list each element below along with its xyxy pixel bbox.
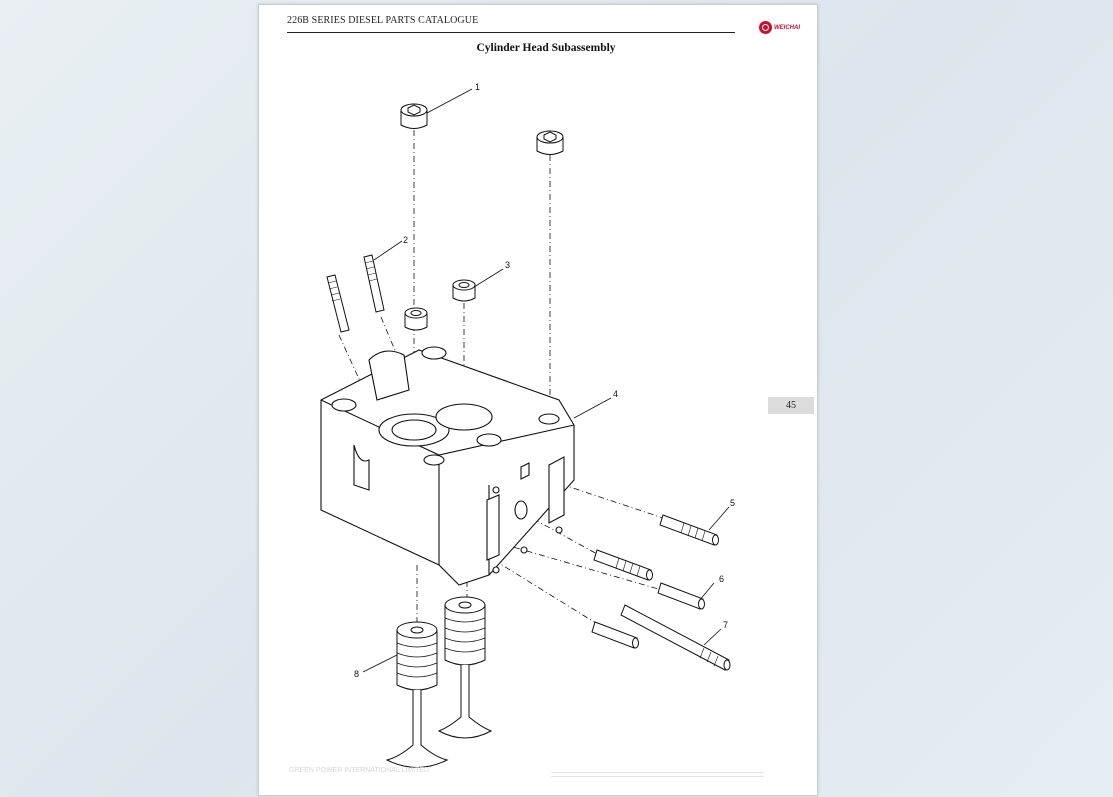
weichai-logo-icon: [759, 21, 772, 34]
part-1-cap-nut: [400, 103, 428, 129]
header-rule: [287, 32, 735, 33]
catalogue-page: 226B SERIES DIESEL PARTS CATALOGUE WEICH…: [258, 4, 818, 796]
part-2-stud: [326, 254, 385, 333]
part-8-valve-assembly: [385, 596, 493, 768]
callout-1: 1: [475, 82, 480, 92]
callout-6: 6: [719, 574, 724, 584]
callout-4: 4: [613, 389, 618, 399]
catalogue-header-title: 226B SERIES DIESEL PARTS CATALOGUE: [287, 15, 479, 26]
callout-8: 8: [354, 669, 359, 679]
part-6-stud: [591, 582, 705, 649]
footer-rule: [551, 772, 764, 777]
leader-lines: [362, 88, 730, 673]
logo-text: WEICHAI: [774, 24, 800, 31]
callout-5: 5: [730, 498, 735, 508]
part-3-bushing: [404, 279, 476, 331]
part-1-cap-nut-2: [536, 130, 564, 155]
page-number-badge: 45: [768, 397, 814, 414]
part-7-long-stud: [620, 604, 731, 671]
callout-labels: 1 2 3 4 5 6 7 8: [354, 82, 735, 679]
footer-text: GREEN POWER INTERNATIONAL LIMITED: [289, 767, 430, 774]
callout-2: 2: [403, 235, 408, 245]
callout-7: 7: [723, 620, 728, 630]
page-title: Cylinder Head Subassembly: [476, 42, 616, 54]
weichai-logo: WEICHAI: [759, 21, 800, 34]
part-5-stud: [593, 514, 719, 581]
part-4-cylinder-head: [320, 346, 575, 586]
callout-3: 3: [505, 260, 510, 270]
exploded-parts-diagram: 1 2 3 4 5 6 7 8: [320, 82, 735, 768]
